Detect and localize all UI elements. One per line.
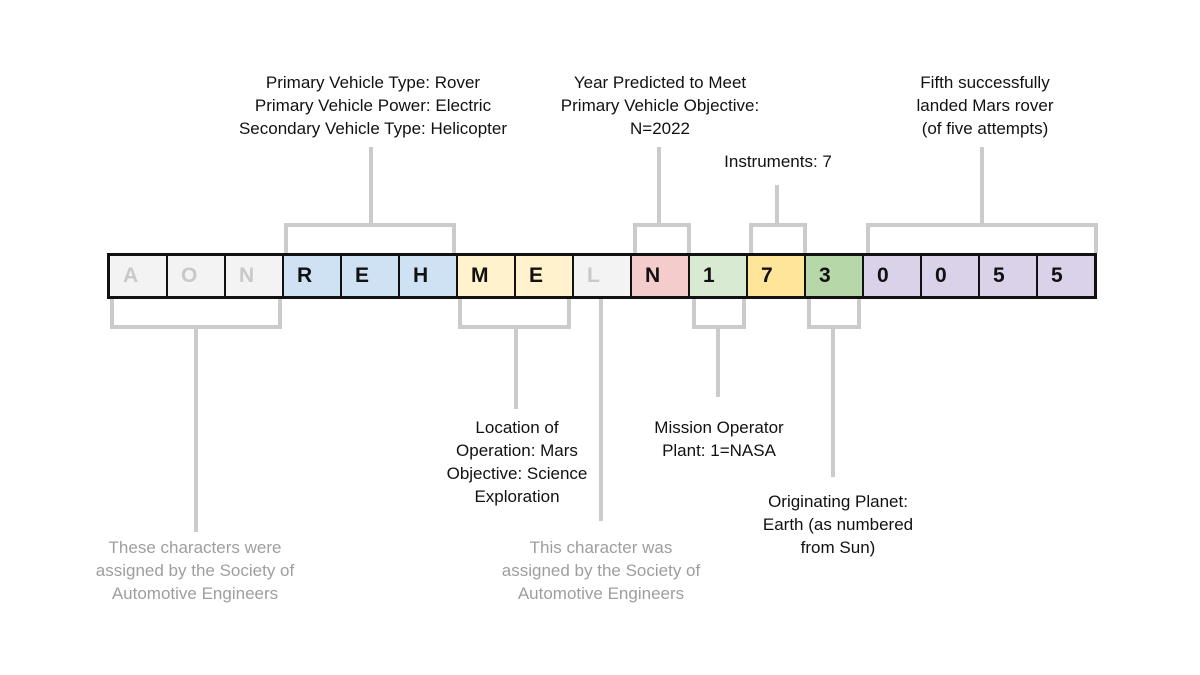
connector-stem-vehicle (369, 147, 373, 225)
connector-stem-sae-multiple (194, 327, 198, 532)
note-instruments: Instruments: 7 (724, 152, 832, 171)
note-sae-character: This character was assigned by the Socie… (501, 538, 701, 603)
connector-bracket-vehicle (284, 223, 456, 253)
connector-bracket-serial (866, 223, 1098, 253)
note-year-objective: Year Predicted to Meet Primary Vehicle O… (560, 73, 760, 138)
vin-cell-10-1: 1 (690, 256, 748, 296)
connector-stem-instruments (775, 185, 779, 225)
connector-stem-operator (716, 327, 720, 397)
connector-stem-serial (980, 147, 984, 225)
note-sae-characters: These characters were assigned by the So… (95, 538, 295, 603)
vin-cell-2-n: N (226, 256, 284, 296)
vin-cell-7-e: E (516, 256, 574, 296)
note-originating-planet: Originating Planet: Earth (as numbered f… (762, 492, 914, 557)
connector-bracket-operator (692, 299, 746, 329)
vin-cell-1-o: O (168, 256, 226, 296)
vin-cell-0-a: A (110, 256, 168, 296)
vin-cell-16-5: 5 (1038, 256, 1094, 296)
vin-cell-11-7: 7 (748, 256, 806, 296)
vin-cell-4-e: E (342, 256, 400, 296)
note-location-objective: Location of Operation: Mars Objective: S… (446, 418, 588, 506)
connector-bracket-instruments (749, 223, 807, 253)
vin-cell-13-0: 0 (864, 256, 922, 296)
connector-line-sae-single (599, 299, 603, 521)
vin-cell-12-3: 3 (806, 256, 864, 296)
connector-bracket-planet (807, 299, 861, 329)
connector-stem-location (514, 327, 518, 409)
vin-cell-14-0: 0 (922, 256, 980, 296)
vin-cell-6-m: M (458, 256, 516, 296)
connector-bracket-location (458, 299, 571, 329)
connector-stem-planet (831, 327, 835, 477)
connector-bracket-sae-multiple (110, 299, 282, 329)
vin-cell-5-h: H (400, 256, 458, 296)
vin-cell-15-5: 5 (980, 256, 1038, 296)
note-fifth-rover: Fifth successfully landed Mars rover (of… (916, 73, 1054, 138)
vin-cell-8-l: L (574, 256, 632, 296)
vin-cell-9-n: N (632, 256, 690, 296)
vin-cell-3-r: R (284, 256, 342, 296)
connector-bracket-year (633, 223, 691, 253)
note-mission-operator: Mission Operator Plant: 1=NASA (654, 418, 784, 460)
note-primary-vehicle: Primary Vehicle Type: Rover Primary Vehi… (238, 73, 508, 138)
connector-stem-year (657, 147, 661, 225)
